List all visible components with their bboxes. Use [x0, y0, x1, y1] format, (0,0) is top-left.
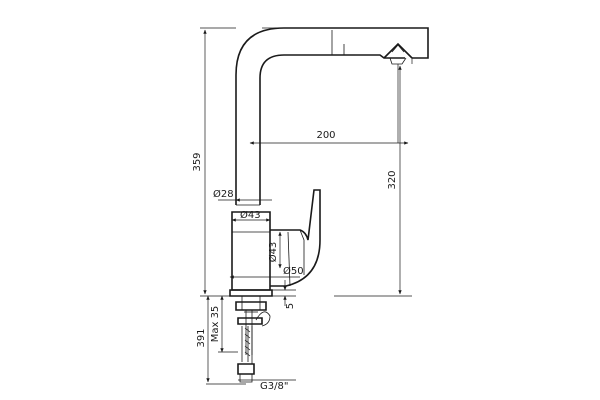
label-spout-reach: 200 — [316, 130, 335, 141]
dimension-labels: 359 200 320 Ø28 Ø43 Ø43 Ø50 5 Max 35 391… — [192, 130, 398, 392]
label-body-dia-top: Ø43 — [240, 209, 261, 221]
dimension-lines — [203, 29, 409, 383]
extension-lines — [200, 27, 418, 385]
label-base-dia: Ø50 — [283, 265, 304, 277]
label-hose-thread: G3/8" — [260, 381, 288, 392]
label-total-height: 359 — [192, 152, 203, 171]
label-spout-tube-dia: Ø28 — [213, 188, 234, 200]
label-overall-height: 391 — [196, 328, 207, 347]
label-body-dia-side: Ø43 — [267, 242, 279, 263]
label-max-mount: Max 35 — [210, 306, 221, 343]
label-spout-height: 320 — [387, 170, 398, 189]
label-base-thickness: 5 — [285, 303, 296, 309]
